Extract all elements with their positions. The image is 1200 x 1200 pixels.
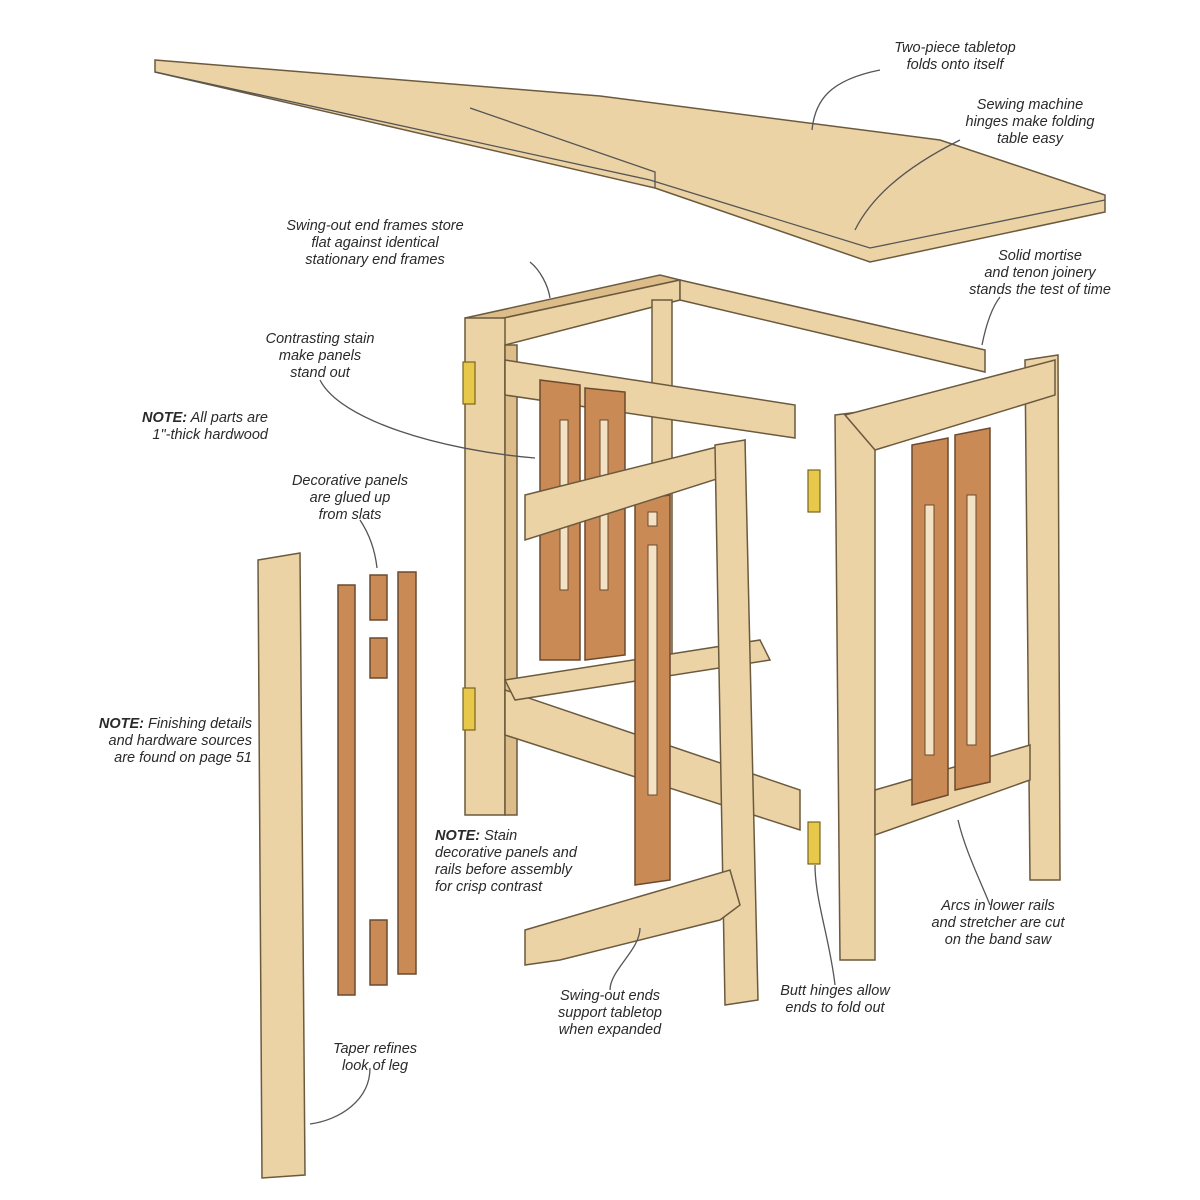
callout-line: Swing-out ends xyxy=(560,988,660,1004)
callout-line: Decorative panels xyxy=(291,473,409,489)
callout-swing-ends: Swing-out ends support tabletop when exp… xyxy=(558,988,662,1039)
callout-line: from slats xyxy=(318,507,382,523)
note-line: for crisp contrast xyxy=(435,879,543,895)
note-prefix: NOTE: xyxy=(98,716,144,732)
callout-butt-hinges: Butt hinges allow ends to fold out xyxy=(780,983,890,1017)
callout-line: Butt hinges allow xyxy=(780,983,890,999)
callout-line: when expanded xyxy=(558,1022,662,1038)
callout-tabletop: Two-piece tabletop folds onto itself xyxy=(894,40,1015,74)
callout-line: stands the test of time xyxy=(969,282,1111,298)
callout-line: look of leg xyxy=(341,1058,409,1074)
callout-line: stationary end frames xyxy=(305,252,445,268)
callout-decorative: Decorative panels are glued up from slat… xyxy=(292,473,408,524)
callout-line: ends to fold out xyxy=(785,1000,885,1016)
callout-swing-frames: Swing-out end frames store flat against … xyxy=(286,218,463,269)
note-line: 1"-thick hardwood xyxy=(152,427,268,443)
note-prefix: NOTE: xyxy=(142,410,188,426)
note-line: decorative panels and xyxy=(435,845,577,861)
callout-contrasting: Contrasting stain make panels stand out xyxy=(266,331,375,382)
leader-lines xyxy=(309,69,1001,1125)
callout-mortise: Solid mortise and tenon joinery stands t… xyxy=(969,248,1111,299)
callout-line: folds onto itself xyxy=(906,57,1004,73)
note-finishing: NOTE: Finishing details and hardware sou… xyxy=(99,716,252,767)
callout-sewing-hinges: Sewing machine hinges make folding table… xyxy=(966,97,1095,148)
callout-line: are glued up xyxy=(309,490,391,506)
callout-taper: Taper refines look of leg xyxy=(333,1041,417,1075)
callout-line: table easy xyxy=(996,131,1064,147)
leg-and-slats xyxy=(257,552,417,1179)
swing-out-end-frame xyxy=(524,439,759,1006)
note-text: All parts are xyxy=(187,410,268,426)
callout-line: and tenon joinery xyxy=(984,265,1096,281)
note-line: are found on page 51 xyxy=(114,750,252,766)
callout-line: support tabletop xyxy=(558,1005,662,1021)
note-text: Stain xyxy=(480,828,518,844)
note-line: NOTE: Finishing details xyxy=(99,716,252,733)
callout-line: on the band saw xyxy=(944,932,1052,948)
note-text: Finishing details xyxy=(144,716,252,732)
note-line: and hardware sources xyxy=(108,733,252,749)
callout-line: and stretcher are cut xyxy=(931,915,1065,931)
callout-line: Taper refines xyxy=(332,1041,418,1057)
callout-line: Solid mortise xyxy=(998,248,1082,264)
callout-line: Arcs in lower rails xyxy=(941,898,1055,914)
callout-line: Sewing machine xyxy=(976,97,1084,113)
note-parts: NOTE: All parts are 1"-thick hardwood xyxy=(142,410,268,444)
note-line: NOTE: Stain xyxy=(435,828,577,845)
tabletop xyxy=(154,59,1106,263)
callout-line: Swing-out end frames store xyxy=(286,218,464,234)
callout-line: make panels xyxy=(278,348,362,364)
note-stain: NOTE: Stain decorative panels and rails … xyxy=(435,828,577,896)
callout-line: stand out xyxy=(290,365,350,381)
note-prefix: NOTE: xyxy=(435,828,481,844)
note-line: NOTE: All parts are xyxy=(142,410,268,427)
callout-line: flat against identical xyxy=(311,235,439,251)
callout-line: Two-piece tabletop xyxy=(894,40,1016,56)
callout-line: hinges make folding xyxy=(965,114,1095,130)
right-end-frame xyxy=(807,354,1061,961)
callout-arcs: Arcs in lower rails and stretcher are cu… xyxy=(932,898,1065,949)
callout-line: Contrasting stain xyxy=(265,331,375,347)
note-line: rails before assembly xyxy=(435,862,572,878)
